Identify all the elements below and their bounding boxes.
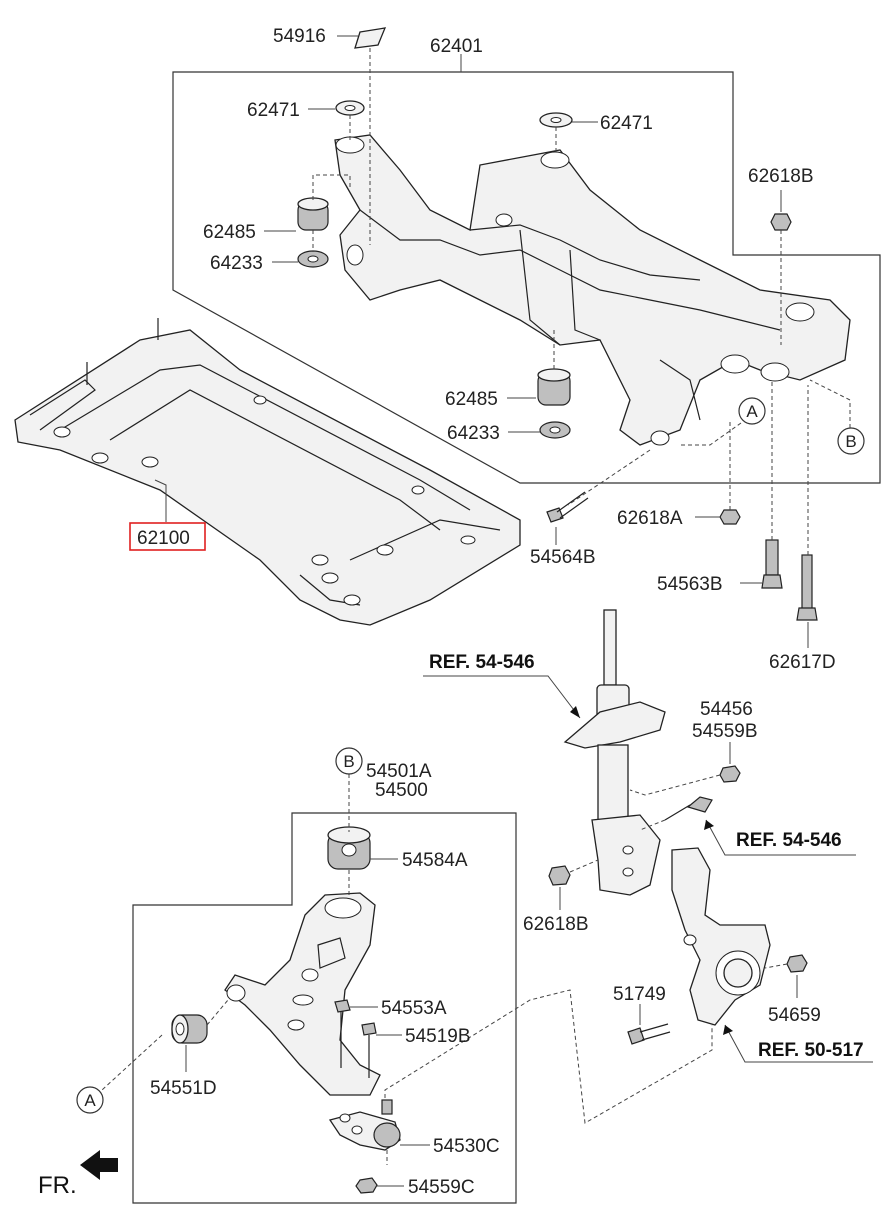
label-54563B[interactable]: 54563B — [657, 574, 723, 595]
washer-64233-left[interactable] — [297, 250, 329, 268]
svg-text:A: A — [746, 402, 758, 421]
label-62471-left[interactable]: 62471 — [247, 100, 300, 121]
bolt-54564B[interactable] — [546, 491, 589, 523]
label-51749[interactable]: 51749 — [613, 984, 666, 1005]
washer-64233-center[interactable] — [539, 421, 571, 439]
label-62485-left[interactable]: 62485 — [203, 222, 256, 243]
bushing-62485-left[interactable] — [297, 197, 329, 231]
label-54456[interactable]: 54456 — [700, 699, 753, 720]
callout-b-arm: B — [335, 747, 363, 775]
nut-54659[interactable] — [786, 954, 808, 973]
nut-54559C[interactable] — [355, 1177, 378, 1194]
nut-62618B-mid[interactable] — [548, 865, 571, 886]
svg-text:B: B — [343, 752, 354, 771]
label-54530C[interactable]: 54530C — [433, 1136, 500, 1157]
lower-arm-54500[interactable] — [224, 892, 381, 1096]
nut-62618B-top[interactable] — [770, 213, 792, 231]
bolt-54456[interactable] — [664, 796, 713, 821]
knuckle[interactable] — [671, 847, 771, 1026]
label-62618B-mid[interactable]: 62618B — [523, 914, 589, 935]
label-62401[interactable]: 62401 — [430, 36, 483, 57]
lower-arm-assembly-box — [132, 812, 517, 1204]
washer-62471-left[interactable] — [335, 100, 365, 116]
callout-a-top: A — [738, 397, 766, 425]
ref-54-546-mid[interactable]: REF. 54-546 — [736, 830, 842, 851]
label-54559C[interactable]: 54559C — [408, 1177, 475, 1198]
label-54500[interactable]: 54500 — [375, 780, 428, 801]
label-54553A[interactable]: 54553A — [381, 998, 447, 1019]
svg-text:A: A — [84, 1091, 96, 1110]
label-64233-left[interactable]: 64233 — [210, 253, 263, 274]
ball-joint-54530C[interactable] — [328, 1099, 401, 1151]
label-62617D[interactable]: 62617D — [769, 652, 836, 673]
label-54519B[interactable]: 54519B — [405, 1026, 471, 1047]
label-54559B[interactable]: 54559B — [692, 721, 758, 742]
washer-62471-right[interactable] — [539, 112, 573, 128]
label-54551D[interactable]: 54551D — [150, 1078, 217, 1099]
label-54916[interactable]: 54916 — [273, 26, 326, 47]
leader-lines — [101, 35, 873, 1187]
label-54501A[interactable]: 54501A — [366, 761, 432, 782]
label-62485-center[interactable]: 62485 — [445, 389, 498, 410]
bolt-54563B[interactable] — [761, 539, 783, 589]
bushing-54584A[interactable] — [327, 826, 371, 870]
label-62618A[interactable]: 62618A — [617, 508, 683, 529]
label-62471-right[interactable]: 62471 — [600, 113, 653, 134]
callout-b-top: B — [837, 427, 865, 455]
bushing-54551D[interactable] — [171, 1014, 208, 1044]
bolt-54553A[interactable] — [334, 999, 351, 1068]
ref-54-546-top[interactable]: REF. 54-546 — [429, 652, 535, 673]
label-62100[interactable]: 62100 — [137, 528, 190, 549]
front-direction-indicator: FR. — [38, 1150, 118, 1199]
label-54659[interactable]: 54659 — [768, 1005, 821, 1026]
bushing-62485-center[interactable] — [537, 368, 571, 406]
ref-50-517[interactable]: REF. 50-517 — [758, 1040, 864, 1061]
front-label: FR. — [38, 1172, 77, 1199]
nut-62618A[interactable] — [719, 509, 741, 525]
label-54584A[interactable]: 54584A — [402, 850, 468, 871]
bolt-54519B[interactable] — [361, 1022, 377, 1078]
nut-54559B[interactable] — [719, 765, 741, 783]
label-54564B[interactable]: 54564B — [530, 547, 596, 568]
bolt-51749[interactable] — [627, 1023, 671, 1045]
crossmember-62401[interactable] — [334, 134, 851, 446]
label-62618B-top[interactable]: 62618B — [748, 166, 814, 187]
strut-assembly[interactable] — [563, 609, 666, 896]
subframe-assembly-box — [172, 71, 881, 484]
front-arrow-icon — [80, 1150, 118, 1180]
subframe-62100[interactable] — [14, 318, 521, 626]
bolt-62617D[interactable] — [796, 554, 818, 621]
svg-text:B: B — [845, 432, 856, 451]
callout-a-arm: A — [76, 1086, 104, 1114]
plate-54916[interactable] — [354, 27, 387, 49]
highlight-62100 — [129, 522, 206, 551]
label-64233-center[interactable]: 64233 — [447, 423, 500, 444]
